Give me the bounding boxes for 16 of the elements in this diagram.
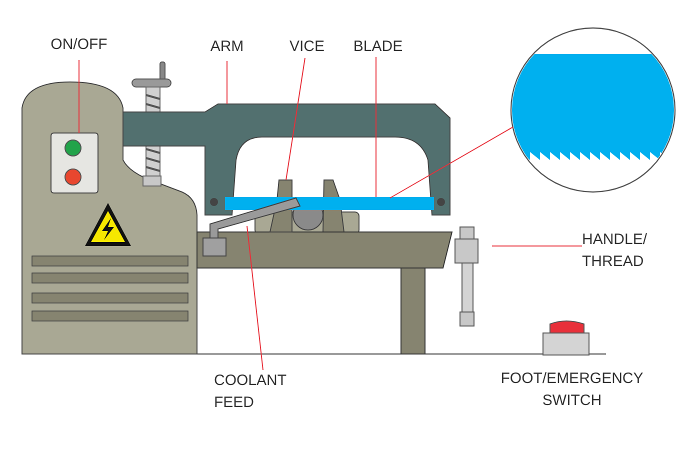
leader-line: [78, 60, 80, 134]
leader-line: [390, 126, 514, 198]
saw-blade: [225, 197, 434, 210]
saw-arm: [122, 104, 450, 216]
part-label: ARM: [209, 37, 245, 57]
part-label: ON/OFF: [50, 35, 108, 55]
part-label: FOOT/EMERGENCY SWITCH: [500, 369, 644, 411]
part-label: COOLANT FEED: [214, 371, 288, 413]
part-label: HANDLE/ THREAD: [582, 230, 648, 272]
part-label: BLADE: [352, 37, 404, 57]
coolant-pipe: [210, 197, 301, 238]
part-label: VICE: [288, 37, 326, 57]
leader-line: [226, 60, 228, 104]
leader-line: [286, 58, 306, 180]
leader-line: [246, 226, 264, 370]
magnified-blade-view: [510, 27, 676, 193]
